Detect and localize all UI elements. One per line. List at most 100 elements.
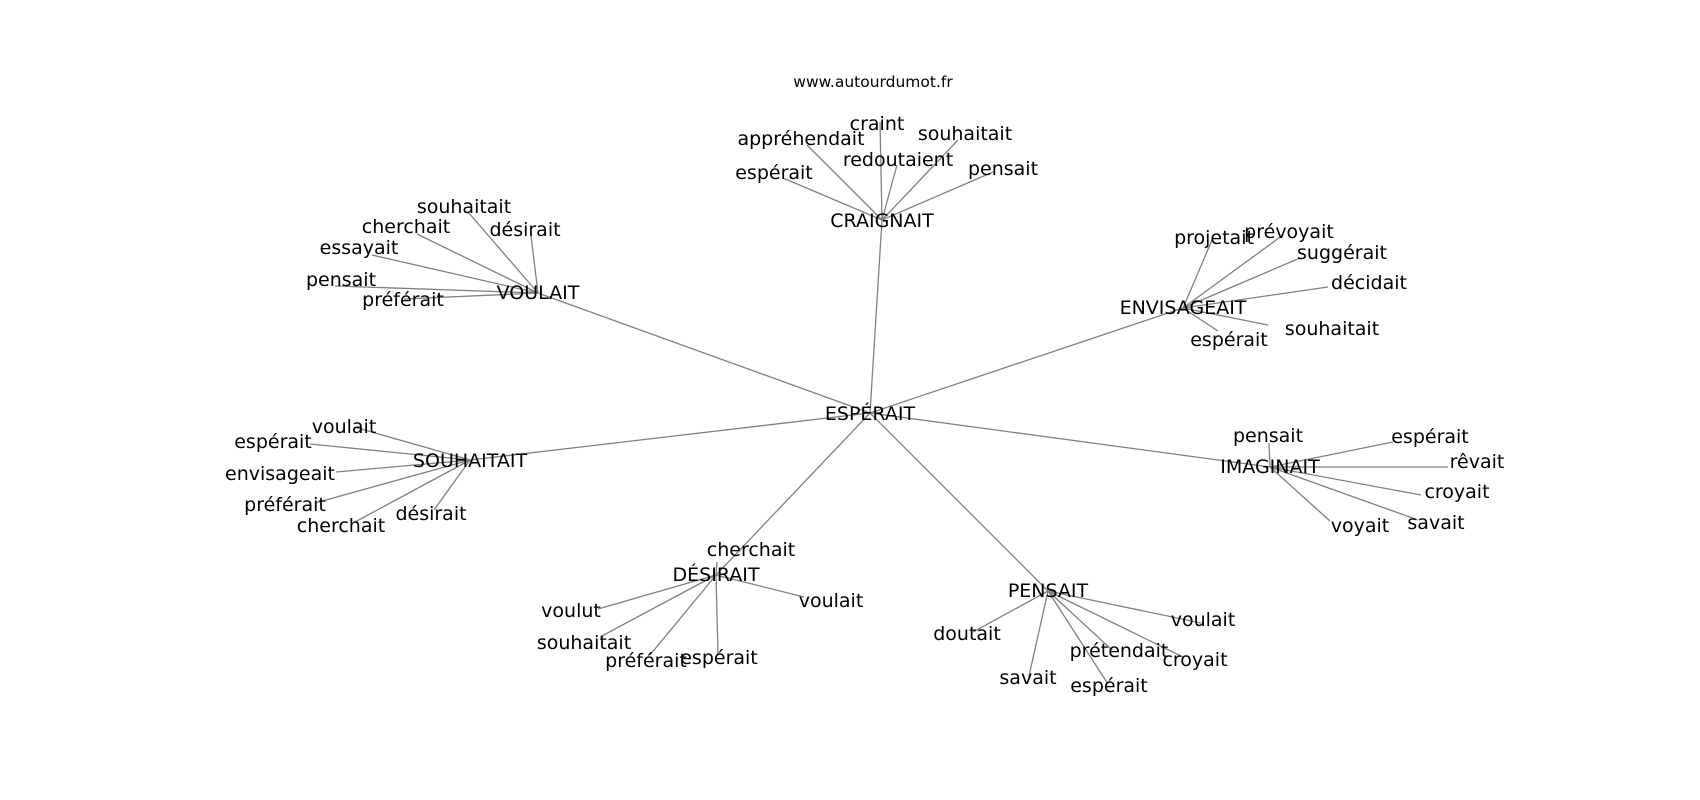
leaf-word-node[interactable]: appréhendait	[737, 128, 864, 150]
edge-hub-to-leaf	[879, 121, 883, 221]
center-word-node[interactable]: ESPÉRAIT	[825, 402, 916, 425]
edge-hub-to-leaf	[1268, 442, 1271, 468]
hub-word-node[interactable]: PENSAIT	[1008, 580, 1089, 602]
edge-hub-to-leaf	[715, 561, 718, 576]
edge-hub-to-leaf	[1047, 590, 1109, 685]
leaf-word-node[interactable]: espérait	[1190, 329, 1268, 351]
leaf-word-node[interactable]: projetait	[1174, 227, 1254, 249]
hub-word-node[interactable]: SOUHAITAIT	[413, 450, 528, 472]
edge-hub-to-leaf	[597, 574, 717, 610]
hub-word-node[interactable]: ENVISAGEAIT	[1120, 297, 1247, 319]
leaf-word-node[interactable]: savait	[999, 667, 1056, 689]
leaf-word-node[interactable]: craint	[850, 113, 905, 135]
edge-center-to-hub	[869, 412, 1271, 468]
edge-hub-to-leaf	[334, 285, 539, 294]
leaf-word-node[interactable]: cherchait	[297, 515, 385, 537]
edge-hub-to-leaf	[1047, 590, 1113, 651]
edge-hub-to-leaf	[806, 144, 883, 221]
leaf-word-node[interactable]: espérait	[1070, 675, 1148, 697]
edge-center-to-hub	[715, 412, 871, 576]
edge-hub-to-leaf	[433, 459, 471, 511]
leaf-word-node[interactable]: envisageait	[225, 463, 335, 485]
leaf-word-node[interactable]: voulait	[799, 590, 864, 612]
edge-hub-to-leaf	[309, 443, 471, 461]
edge-hub-to-leaf	[467, 211, 539, 294]
leaf-word-node[interactable]: croyait	[1424, 481, 1489, 503]
hub-word-node[interactable]: DÉSIRAIT	[673, 563, 760, 586]
edge-hub-to-leaf	[371, 254, 539, 294]
leaf-word-node[interactable]: cherchait	[707, 539, 795, 561]
leaf-word-node[interactable]: espérait	[1391, 426, 1469, 448]
edge-hub-to-leaf	[353, 426, 471, 461]
edge-hub-to-leaf	[1182, 234, 1284, 309]
source-url-label: www.autourdumot.fr	[793, 73, 953, 91]
edge-hub-to-leaf	[715, 574, 719, 656]
leaf-word-node[interactable]: espérait	[735, 162, 813, 184]
edge-center-to-hub	[537, 292, 871, 414]
edge-hub-to-leaf	[416, 233, 539, 294]
edge-hub-to-leaf	[1182, 286, 1329, 309]
leaf-word-node[interactable]: prévoyait	[1244, 221, 1334, 243]
edge-hub-to-leaf	[1182, 257, 1301, 309]
leaf-word-node[interactable]: prétendait	[1070, 640, 1169, 662]
hub-word-node[interactable]: VOULAIT	[497, 282, 580, 304]
leaf-word-node[interactable]: préférait	[362, 289, 444, 311]
edge-hub-to-leaf	[972, 590, 1049, 633]
edge-hub-to-leaf	[530, 235, 539, 294]
leaf-word-node[interactable]: rêvait	[1450, 451, 1505, 473]
edge-hub-to-leaf	[1047, 590, 1184, 658]
edge-center-to-hub	[869, 219, 883, 414]
edge-hub-to-leaf	[403, 292, 539, 300]
edge-hub-to-leaf	[1269, 441, 1394, 468]
leaf-word-node[interactable]: préférait	[244, 494, 326, 516]
leaf-word-node[interactable]: souhaitait	[1285, 318, 1379, 340]
leaf-word-node[interactable]: croyait	[1162, 649, 1227, 671]
edge-hub-to-leaf	[1269, 466, 1331, 522]
edge-hub-to-leaf	[1182, 307, 1269, 326]
leaf-word-node[interactable]: désirait	[489, 219, 560, 241]
edge-hub-to-leaf	[715, 574, 805, 598]
leaf-word-node[interactable]: voulait	[1171, 609, 1236, 631]
leaf-word-node[interactable]: savait	[1407, 512, 1464, 534]
leaf-word-node[interactable]: espérait	[234, 431, 312, 453]
edge-hub-to-leaf	[881, 164, 898, 221]
edge-hub-to-leaf	[1182, 307, 1219, 332]
edge-center-to-hub	[869, 307, 1184, 414]
leaf-word-node[interactable]: souhaitait	[537, 632, 631, 654]
edge-hub-to-leaf	[649, 574, 717, 656]
leaf-word-node[interactable]: désirait	[395, 503, 466, 525]
edge-hub-to-leaf	[1269, 466, 1422, 496]
edge-hub-to-leaf	[599, 574, 717, 638]
leaf-word-node[interactable]: préférait	[605, 650, 687, 672]
leaf-word-node[interactable]: espérait	[680, 647, 758, 669]
leaf-word-node[interactable]: souhaitait	[417, 196, 511, 218]
leaf-word-node[interactable]: doutait	[933, 623, 1001, 645]
edge-hub-to-leaf	[335, 459, 471, 473]
leaf-word-node[interactable]: décidait	[1331, 272, 1407, 294]
leaf-word-node[interactable]: cherchait	[362, 216, 450, 238]
leaf-word-node[interactable]: souhaitait	[918, 123, 1012, 145]
hub-word-node[interactable]: CRAIGNAIT	[830, 210, 934, 232]
edge-hub-to-leaf	[782, 177, 883, 221]
edge-hub-to-leaf	[1182, 239, 1213, 309]
graph-edges	[309, 121, 1448, 685]
leaf-word-node[interactable]: pensait	[1233, 425, 1303, 447]
leaf-word-node[interactable]: suggérait	[1297, 242, 1387, 264]
edge-center-to-hub	[469, 412, 871, 461]
leaf-word-node[interactable]: voulait	[312, 416, 377, 438]
leaf-word-node[interactable]: pensait	[306, 269, 376, 291]
leaf-word-node[interactable]: voyait	[1331, 515, 1389, 537]
hub-word-node[interactable]: IMAGINAIT	[1220, 456, 1320, 478]
leaf-word-node[interactable]: voulut	[541, 600, 601, 622]
edge-hub-to-leaf	[881, 139, 959, 221]
leaf-word-node[interactable]: redoutaient	[843, 149, 953, 171]
edge-hub-to-leaf	[881, 171, 994, 221]
edge-center-to-hub	[869, 412, 1049, 592]
leaf-word-node[interactable]: essayait	[320, 237, 399, 259]
edge-hub-to-leaf	[314, 459, 471, 504]
edge-hub-to-leaf	[1047, 590, 1202, 624]
edge-hub-to-leaf	[1028, 590, 1049, 677]
leaf-word-node[interactable]: pensait	[968, 158, 1038, 180]
